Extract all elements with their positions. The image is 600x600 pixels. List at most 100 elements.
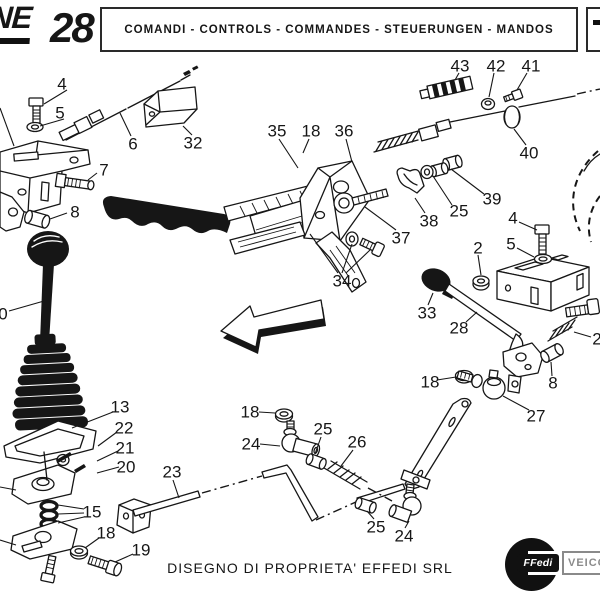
callout-37: 37: [392, 229, 411, 248]
callout-39: 39: [483, 190, 502, 209]
callout-23: 23: [163, 463, 182, 482]
callout-18: 18: [302, 122, 321, 141]
callout-34: 34: [333, 272, 352, 291]
brand-logo-text: NE: [0, 0, 33, 44]
callout-8: 8: [548, 374, 557, 393]
rod-23: [116, 464, 406, 534]
callout-20: 20: [117, 458, 136, 477]
callout-15: 15: [83, 503, 102, 522]
callout-6: 6: [128, 135, 137, 154]
callout-5: 5: [55, 104, 64, 123]
eye-bolt-37: [333, 188, 389, 214]
nut-42: [480, 97, 496, 111]
nut-18-bottom-left: [69, 545, 89, 560]
clamp-38: [396, 167, 425, 194]
washer-5-right: [533, 253, 553, 265]
bushing-8-left: [24, 209, 51, 229]
ball-joint-24-right: [388, 483, 422, 524]
callout-41: 41: [522, 57, 541, 76]
bushing-8-right: [540, 343, 564, 363]
gear-lever-shaft: [40, 264, 54, 342]
bolt-4-left: [28, 97, 44, 124]
bushing-25-right: [354, 497, 377, 514]
bushings-39: [429, 154, 463, 178]
callout-21: 21: [116, 439, 135, 458]
callout-38: 38: [420, 212, 439, 231]
callout-4: 4: [57, 75, 66, 94]
ball-joint-27: [456, 369, 506, 400]
callout-43: 43: [451, 57, 470, 76]
corner-box-mark: [593, 20, 600, 25]
callout-25: 25: [314, 420, 333, 439]
cable-40: [418, 88, 600, 142]
callout-2: 2: [473, 239, 482, 258]
callout-13: 13: [111, 398, 130, 417]
veico-box-text: VEICO: [568, 557, 600, 569]
flat-link-bar: [404, 397, 472, 491]
gear-lever-knob: [27, 231, 69, 267]
callout-19: 19: [132, 541, 151, 560]
callout-22: 22: [115, 419, 134, 438]
bolt-under-plate: [40, 554, 57, 584]
spring-right: [547, 316, 578, 342]
callout-0: 0: [0, 305, 8, 324]
cable-6: [58, 65, 199, 142]
washer-25-top: [420, 164, 434, 180]
page-title: COMANDI - CONTROLS - COMMANDES - STEUERU…: [124, 23, 554, 36]
callout-42: 42: [487, 57, 506, 76]
callout-7: 7: [99, 161, 108, 180]
lower-plate: [10, 520, 78, 560]
left-mount-bracket: [0, 140, 91, 214]
title-box: COMANDI - CONTROLS - COMMANDES - STEUERU…: [100, 7, 578, 52]
nut-18-center: [274, 408, 294, 423]
callout-18: 18: [97, 524, 116, 543]
callout-4: 4: [508, 209, 517, 228]
cable-spring: [373, 129, 423, 153]
callout-33: 33: [418, 304, 437, 323]
upper-plate: [11, 451, 86, 505]
bolt-4-right: [534, 224, 550, 255]
bolt-41: [502, 88, 524, 103]
veico-box: VEICO: [562, 551, 600, 575]
bushing-25-center: [305, 453, 327, 470]
property-notice: DISEGNO DI PROPRIETA' EFFEDI SRL: [167, 560, 453, 576]
handbrake-grip: [102, 196, 231, 234]
washer-bolt-34: [345, 231, 385, 258]
callout-35: 35: [268, 122, 287, 141]
callout-26: 26: [348, 433, 367, 452]
callout-32: 32: [184, 134, 203, 153]
washer-5-left: [26, 121, 44, 133]
callout-40: 40: [520, 144, 539, 163]
dashed-wheel-arcs: [572, 150, 600, 243]
callout-8: 8: [70, 203, 79, 222]
callout-27: 27: [527, 407, 546, 426]
callout-5: 5: [506, 235, 515, 254]
callout-24: 24: [242, 435, 261, 454]
corner-box: [586, 7, 600, 52]
effedi-logo-tab: FFedi: [517, 554, 559, 572]
page-number: 28: [50, 4, 95, 51]
clevis-arm: [0, 191, 25, 232]
striped-sleeve-43: [419, 75, 474, 100]
lever-28: [444, 283, 544, 394]
callout-28: 28: [450, 319, 469, 338]
spring-26: [323, 460, 393, 502]
direction-arrow: [220, 299, 326, 354]
callout-2: 2: [592, 330, 600, 349]
bolt-19: [87, 555, 123, 577]
gear-lever-boot: [12, 333, 88, 431]
callout-36: 36: [335, 122, 354, 141]
callout-25: 25: [450, 202, 469, 221]
bar-clamp: [400, 469, 431, 490]
callout-25: 25: [367, 518, 386, 537]
effedi-logo-text: FFedi: [523, 557, 553, 569]
callout-18: 18: [241, 403, 260, 422]
right-mount-bracket: [496, 254, 590, 312]
callout-18: 18: [421, 373, 440, 392]
bolt-right-edge: [564, 298, 600, 318]
nut-2: [472, 275, 490, 291]
bolt-7: [54, 172, 95, 191]
bracket-32: [143, 86, 198, 128]
